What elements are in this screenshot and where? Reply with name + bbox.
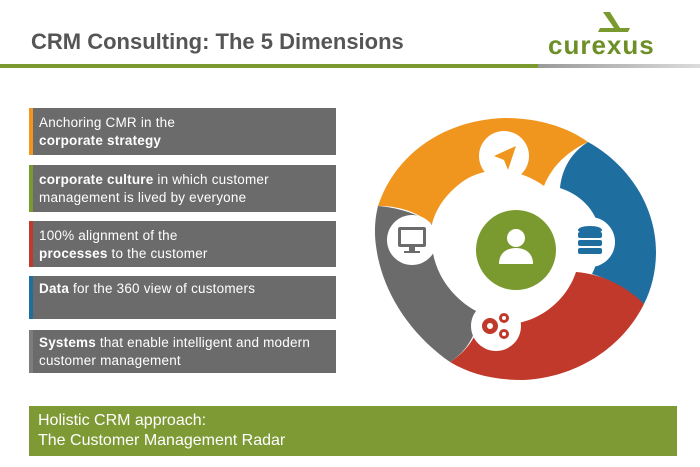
curexus-logo: curexus [548, 10, 678, 60]
customer-management-radar [374, 118, 656, 380]
box-accent [29, 165, 33, 212]
summary-line-1: Holistic CRM approach: [38, 412, 207, 429]
box-accent [29, 330, 33, 373]
navigation-arrow-icon [494, 146, 516, 170]
dimension-box-processes: 100% alignment of the processes to the c… [29, 221, 336, 267]
dimension-text: in which customer management is lived by… [39, 172, 269, 205]
dimension-keyword: corporate strategy [39, 133, 162, 148]
header-rule-green [0, 64, 538, 68]
dimension-keyword: Data [39, 281, 70, 296]
summary-banner: Holistic CRM approach: The Customer Mana… [29, 406, 677, 456]
monitor-icon [398, 227, 426, 253]
dimension-box-culture: corporate culture in which customer mana… [29, 165, 336, 212]
dimension-keyword: Systems [39, 335, 96, 350]
page-title: CRM Consulting: The 5 Dimensions [31, 29, 404, 54]
logo-text: curexus [548, 30, 655, 60]
dimension-box-data: Data for the 360 view of customers [29, 276, 336, 319]
dimension-text-end: to the customer [107, 246, 208, 261]
user-icon [499, 229, 533, 264]
dimension-keyword: corporate culture [39, 172, 154, 187]
segment-data [560, 142, 656, 304]
dimension-keyword: processes [39, 246, 108, 261]
database-icon [578, 226, 602, 254]
dimension-text: Anchoring CMR in the [39, 115, 176, 130]
summary-line-2: The Customer Management Radar [38, 432, 286, 449]
dimension-box-strategy: Anchoring CMR in the corporate strategy [29, 108, 336, 155]
box-accent [29, 276, 33, 319]
header-rule-gray [538, 64, 700, 68]
dimension-box-systems: Systems that enable intelligent and mode… [29, 330, 336, 373]
segment-processes [450, 272, 644, 380]
box-accent [29, 108, 33, 155]
segment-strategy [378, 118, 588, 224]
dimension-text: for the 360 view of customers [69, 281, 256, 296]
dimension-text: that enable intelligent and modern custo… [39, 335, 311, 368]
box-accent [29, 221, 33, 267]
logo-mark-icon [598, 12, 630, 32]
dimension-text: 100% alignment of the [39, 228, 178, 243]
gears-icon [482, 313, 509, 339]
